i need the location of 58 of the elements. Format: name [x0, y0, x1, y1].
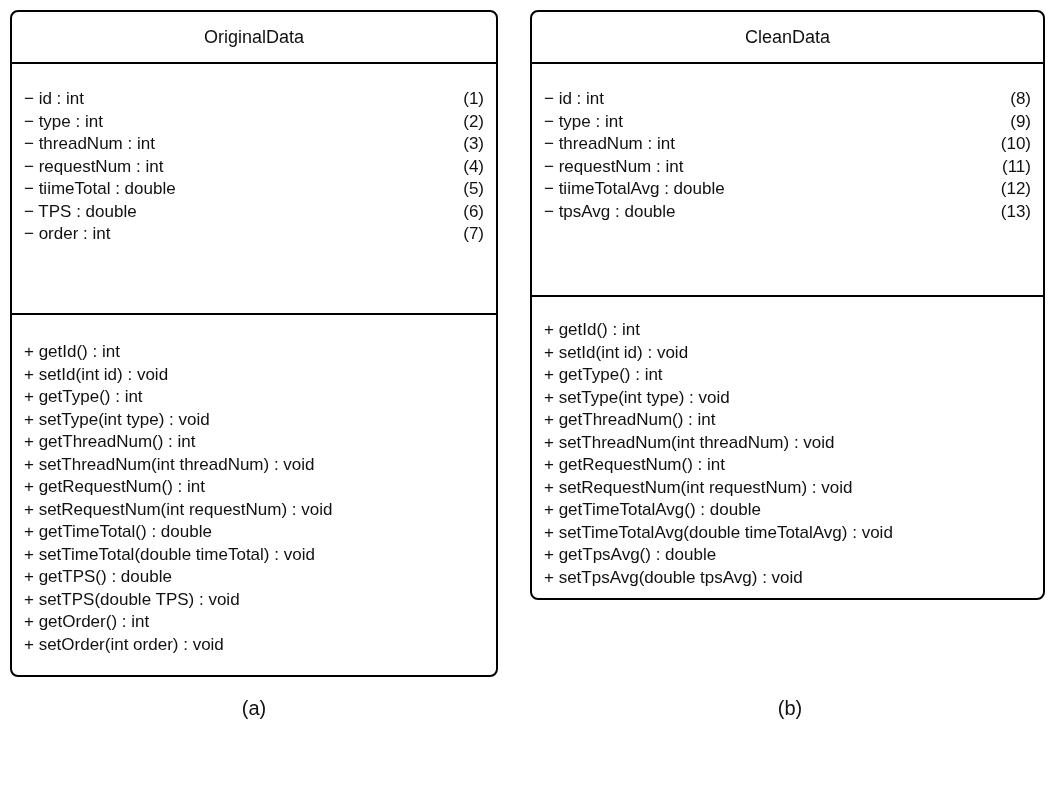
method-text: + getRequestNum() : int [544, 454, 725, 476]
method-text: + getOrder() : int [24, 611, 150, 633]
method-text: + getTimeTotal() : double [24, 521, 212, 543]
method-text: + setRequestNum(int requestNum) : void [24, 498, 333, 521]
attribute-text: − type : int [544, 110, 623, 133]
class-name: OriginalData [203, 26, 304, 48]
method-text: + getId() : int [24, 341, 120, 363]
attribute-text: − requestNum : int [544, 155, 684, 178]
method-text: + setType(int type) : void [24, 408, 210, 431]
attribute-text: − order : int [24, 223, 111, 245]
panel-caption: (b) [777, 697, 803, 720]
attribute-number: (12) [1000, 178, 1031, 200]
attribute-number: (1) [463, 88, 484, 110]
attribute-text: − tiimeTotal : double [24, 178, 176, 200]
attribute-number: (10) [1000, 133, 1031, 155]
method-text: + setThreadNum(int threadNum) : void [544, 431, 835, 454]
method-text: + setTPS(double TPS) : void [24, 588, 240, 611]
attribute-number: (11) [1002, 155, 1031, 178]
attribute-text: − id : int [544, 88, 604, 110]
attribute-number: (7) [463, 223, 484, 245]
method-text: + setRequestNum(int requestNum) : void [544, 476, 853, 499]
attribute-text: − threadNum : int [24, 133, 155, 155]
method-text: + setTpsAvg(double tpsAvg) : void [544, 566, 803, 589]
attribute-number: (13) [1000, 200, 1031, 223]
method-text: + setType(int type) : void [544, 386, 730, 409]
method-text: + setOrder(int order) : void [24, 633, 224, 656]
attribute-number: (2) [463, 110, 484, 133]
attribute-number: (8) [1010, 88, 1031, 110]
attribute-text: − tiimeTotalAvg : double [544, 178, 725, 200]
method-text: + setId(int id) : void [24, 363, 169, 386]
method-text: + getTPS() : double [24, 566, 172, 588]
attribute-text: − requestNum : int [24, 155, 164, 178]
attribute-number: (3) [463, 133, 484, 155]
attribute-text: − id : int [24, 88, 84, 110]
attribute-number: (4) [463, 155, 484, 178]
method-text: + getType() : int [544, 364, 663, 386]
method-text: + getThreadNum() : int [544, 409, 716, 431]
attribute-text: − threadNum : int [544, 133, 675, 155]
method-text: + getId() : int [544, 319, 640, 341]
attribute-text: − TPS : double [24, 200, 137, 223]
attribute-number: (9) [1010, 110, 1031, 133]
method-text: + setTimeTotalAvg(double timeTotalAvg) : void [544, 521, 893, 544]
method-text: + setThreadNum(int threadNum) : void [24, 453, 315, 476]
attribute-text: − type : int [24, 110, 103, 133]
class-box [10, 10, 498, 677]
attribute-text: − tpsAvg : double [544, 200, 676, 223]
method-text: + getTimeTotalAvg() : double [544, 499, 761, 521]
method-text: + getRequestNum() : int [24, 476, 205, 498]
method-text: + getTpsAvg() : double [544, 544, 717, 566]
class-name: CleanData [744, 26, 831, 48]
attribute-number: (5) [463, 178, 484, 200]
method-text: + getType() : int [24, 386, 143, 408]
method-text: + setId(int id) : void [544, 341, 689, 364]
class-box [530, 10, 1045, 600]
panel-caption: (a) [241, 697, 267, 720]
method-text: + setTimeTotal(double timeTotal) : void [24, 543, 315, 566]
attribute-number: (6) [463, 200, 484, 223]
method-text: + getThreadNum() : int [24, 431, 196, 453]
